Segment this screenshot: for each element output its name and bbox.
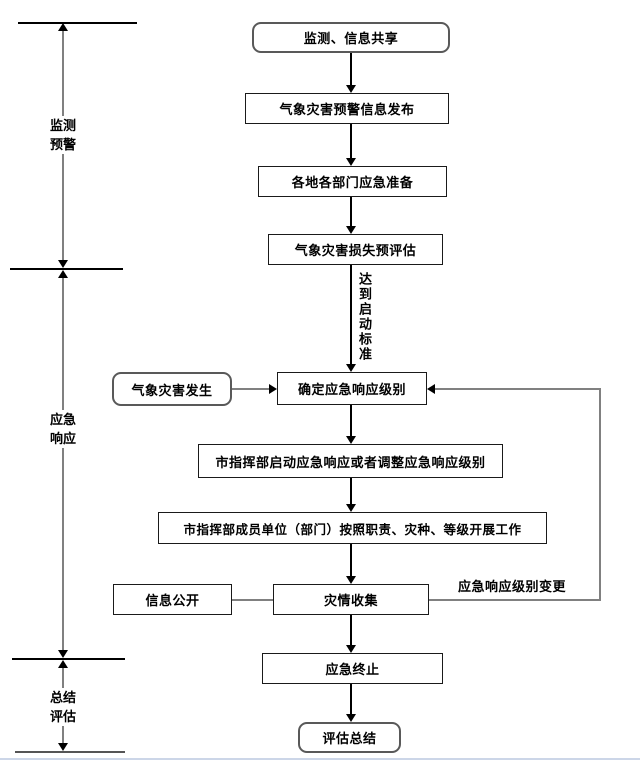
arrowhead-down-icon xyxy=(346,576,356,584)
node-members-work: 市指挥部成员单位（部门）按照职责、灾种、等级开展工作 xyxy=(158,512,547,544)
phase-label-response: 应急 响应 xyxy=(43,410,83,448)
node-determine-level: 确定应急响应级别 xyxy=(277,372,427,405)
feedback-line-vertical xyxy=(599,389,601,600)
phase-label-line: 预警 xyxy=(49,137,76,152)
page-bottom-rule xyxy=(0,758,640,760)
arrowhead-down-icon xyxy=(58,650,68,658)
flow-connector xyxy=(350,544,352,576)
arrowhead-up-icon xyxy=(58,23,68,31)
node-warning-release: 气象灾害预警信息发布 xyxy=(245,93,449,124)
phase-axis-segment-2 xyxy=(62,276,64,651)
node-loss-preassessment: 气象灾害损失预评估 xyxy=(268,234,443,265)
node-disaster-occurs: 气象灾害发生 xyxy=(112,372,232,406)
flow-connector xyxy=(350,53,352,86)
arrowhead-left-icon xyxy=(427,384,435,394)
phase-label-line: 响应 xyxy=(49,431,76,446)
arrowhead-down-icon xyxy=(346,85,356,93)
arrowhead-down-icon xyxy=(346,645,356,653)
arrowhead-down-icon xyxy=(58,743,68,751)
flow-connector xyxy=(350,405,352,436)
arrowhead-down-icon xyxy=(346,504,356,512)
phase-tick-lower xyxy=(12,658,125,660)
phase-label-line: 评估 xyxy=(49,709,76,724)
arrowhead-right-icon xyxy=(269,384,277,394)
connector-occurs-to-determine xyxy=(232,388,269,390)
phase-axis-bottom-rule xyxy=(15,751,125,753)
flow-connector xyxy=(350,684,352,714)
edge-label-reach-criteria: 达到启动标准 xyxy=(356,272,372,366)
node-emergency-end: 应急终止 xyxy=(262,653,443,684)
flow-connector xyxy=(350,478,352,506)
arrowhead-down-icon xyxy=(346,714,356,722)
node-disaster-collection: 灾情收集 xyxy=(273,584,429,615)
connector-disclosure-to-collection xyxy=(232,599,273,601)
flow-connector xyxy=(350,265,352,364)
arrowhead-down-icon xyxy=(58,260,68,268)
node-monitor-share: 监测、信息共享 xyxy=(252,22,450,53)
feedback-line-bottom xyxy=(429,599,601,601)
phase-label-line: 监测 xyxy=(49,118,76,133)
node-evaluation-summary: 评估总结 xyxy=(298,722,401,753)
arrowhead-down-icon xyxy=(346,158,356,166)
node-launch-adjust: 市指挥部启动应急响应或者调整应急响应级别 xyxy=(198,444,503,478)
edge-label-level-change: 应急响应级别变更 xyxy=(458,576,567,595)
node-dept-preparation: 各地各部门应急准备 xyxy=(258,166,447,197)
phase-label-line: 总结 xyxy=(49,690,76,705)
arrowhead-up-icon xyxy=(58,270,68,278)
arrowhead-up-icon xyxy=(58,660,68,668)
phase-tick-top xyxy=(18,22,137,24)
arrowhead-down-icon xyxy=(346,436,356,444)
feedback-line-top xyxy=(435,388,601,390)
phase-label-summary: 总结 评估 xyxy=(43,688,83,726)
flow-connector xyxy=(350,197,352,226)
arrowhead-down-icon xyxy=(346,226,356,234)
node-info-disclosure: 信息公开 xyxy=(113,584,232,615)
flow-connector xyxy=(350,124,352,158)
phase-tick-middle xyxy=(10,268,123,270)
arrowhead-down-icon xyxy=(346,364,356,372)
phase-label-monitoring: 监测 预警 xyxy=(43,116,83,154)
flow-connector xyxy=(350,615,352,645)
phase-label-line: 应急 xyxy=(49,412,76,427)
